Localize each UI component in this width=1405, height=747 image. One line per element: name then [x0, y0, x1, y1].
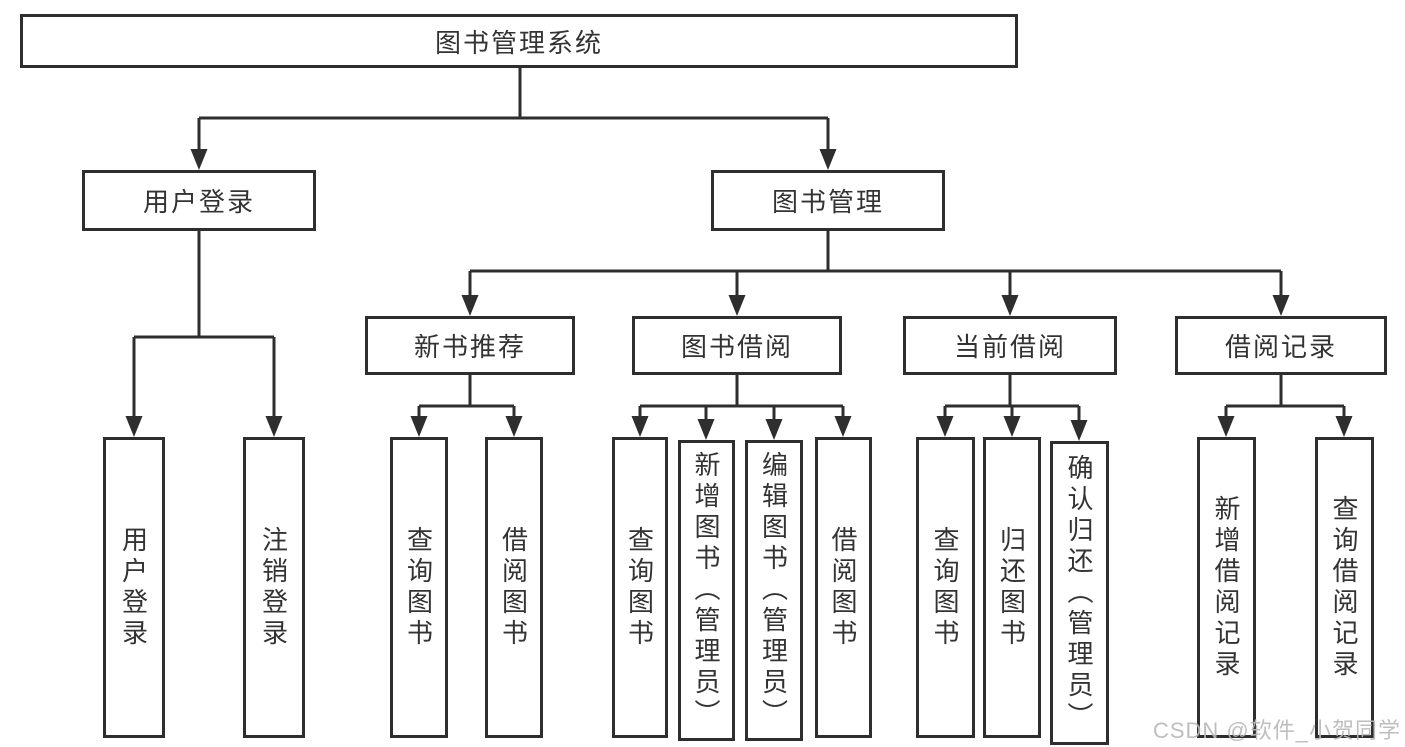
connector-book-management	[468, 231, 1283, 295]
connector-new-book-recommend	[417, 375, 516, 416]
leaf-user-login: 用户登录	[103, 437, 165, 738]
connector-borrow-records	[1224, 375, 1346, 416]
node-book-borrow: 图书借阅	[632, 316, 842, 375]
node-library-management-system: 图书管理系统	[20, 14, 1018, 68]
connector-book-borrow	[638, 375, 845, 419]
node-borrow-records: 借阅记录	[1175, 316, 1387, 375]
leaf-recommend-borrow-books: 借阅图书	[485, 437, 543, 738]
connector-current-borrow	[943, 375, 1081, 420]
connector-root	[197, 68, 830, 149]
leaf-borrow-query-books: 查询图书	[612, 437, 668, 738]
leaf-recommend-query-books: 查询图书	[390, 437, 448, 738]
node-user-login: 用户登录	[82, 170, 316, 231]
leaf-current-query-books: 查询图书	[916, 437, 975, 738]
leaf-records-query-record: 查询借阅记录	[1315, 437, 1374, 738]
node-book-management: 图书管理	[711, 170, 945, 231]
leaf-borrow-edit-books-admin: 编辑图书（管理员）	[745, 440, 803, 741]
leaf-records-add-record: 新增借阅记录	[1197, 437, 1256, 738]
leaf-current-confirm-return-admin: 确认归还（管理员）	[1050, 441, 1109, 745]
arrowheads	[125, 149, 1353, 441]
leaf-borrow-borrow-books: 借阅图书	[815, 437, 872, 738]
node-current-borrow: 当前借阅	[903, 316, 1117, 375]
leaf-borrow-add-books-admin: 新增图书（管理员）	[678, 440, 735, 741]
node-new-book-recommend: 新书推荐	[365, 316, 575, 375]
leaf-logout-login: 注销登录	[243, 437, 305, 738]
connector-user-login	[132, 231, 276, 416]
csdn-watermark: CSDN @软件_小贺同学	[1152, 718, 1401, 743]
leaf-current-return-books: 归还图书	[983, 437, 1041, 738]
